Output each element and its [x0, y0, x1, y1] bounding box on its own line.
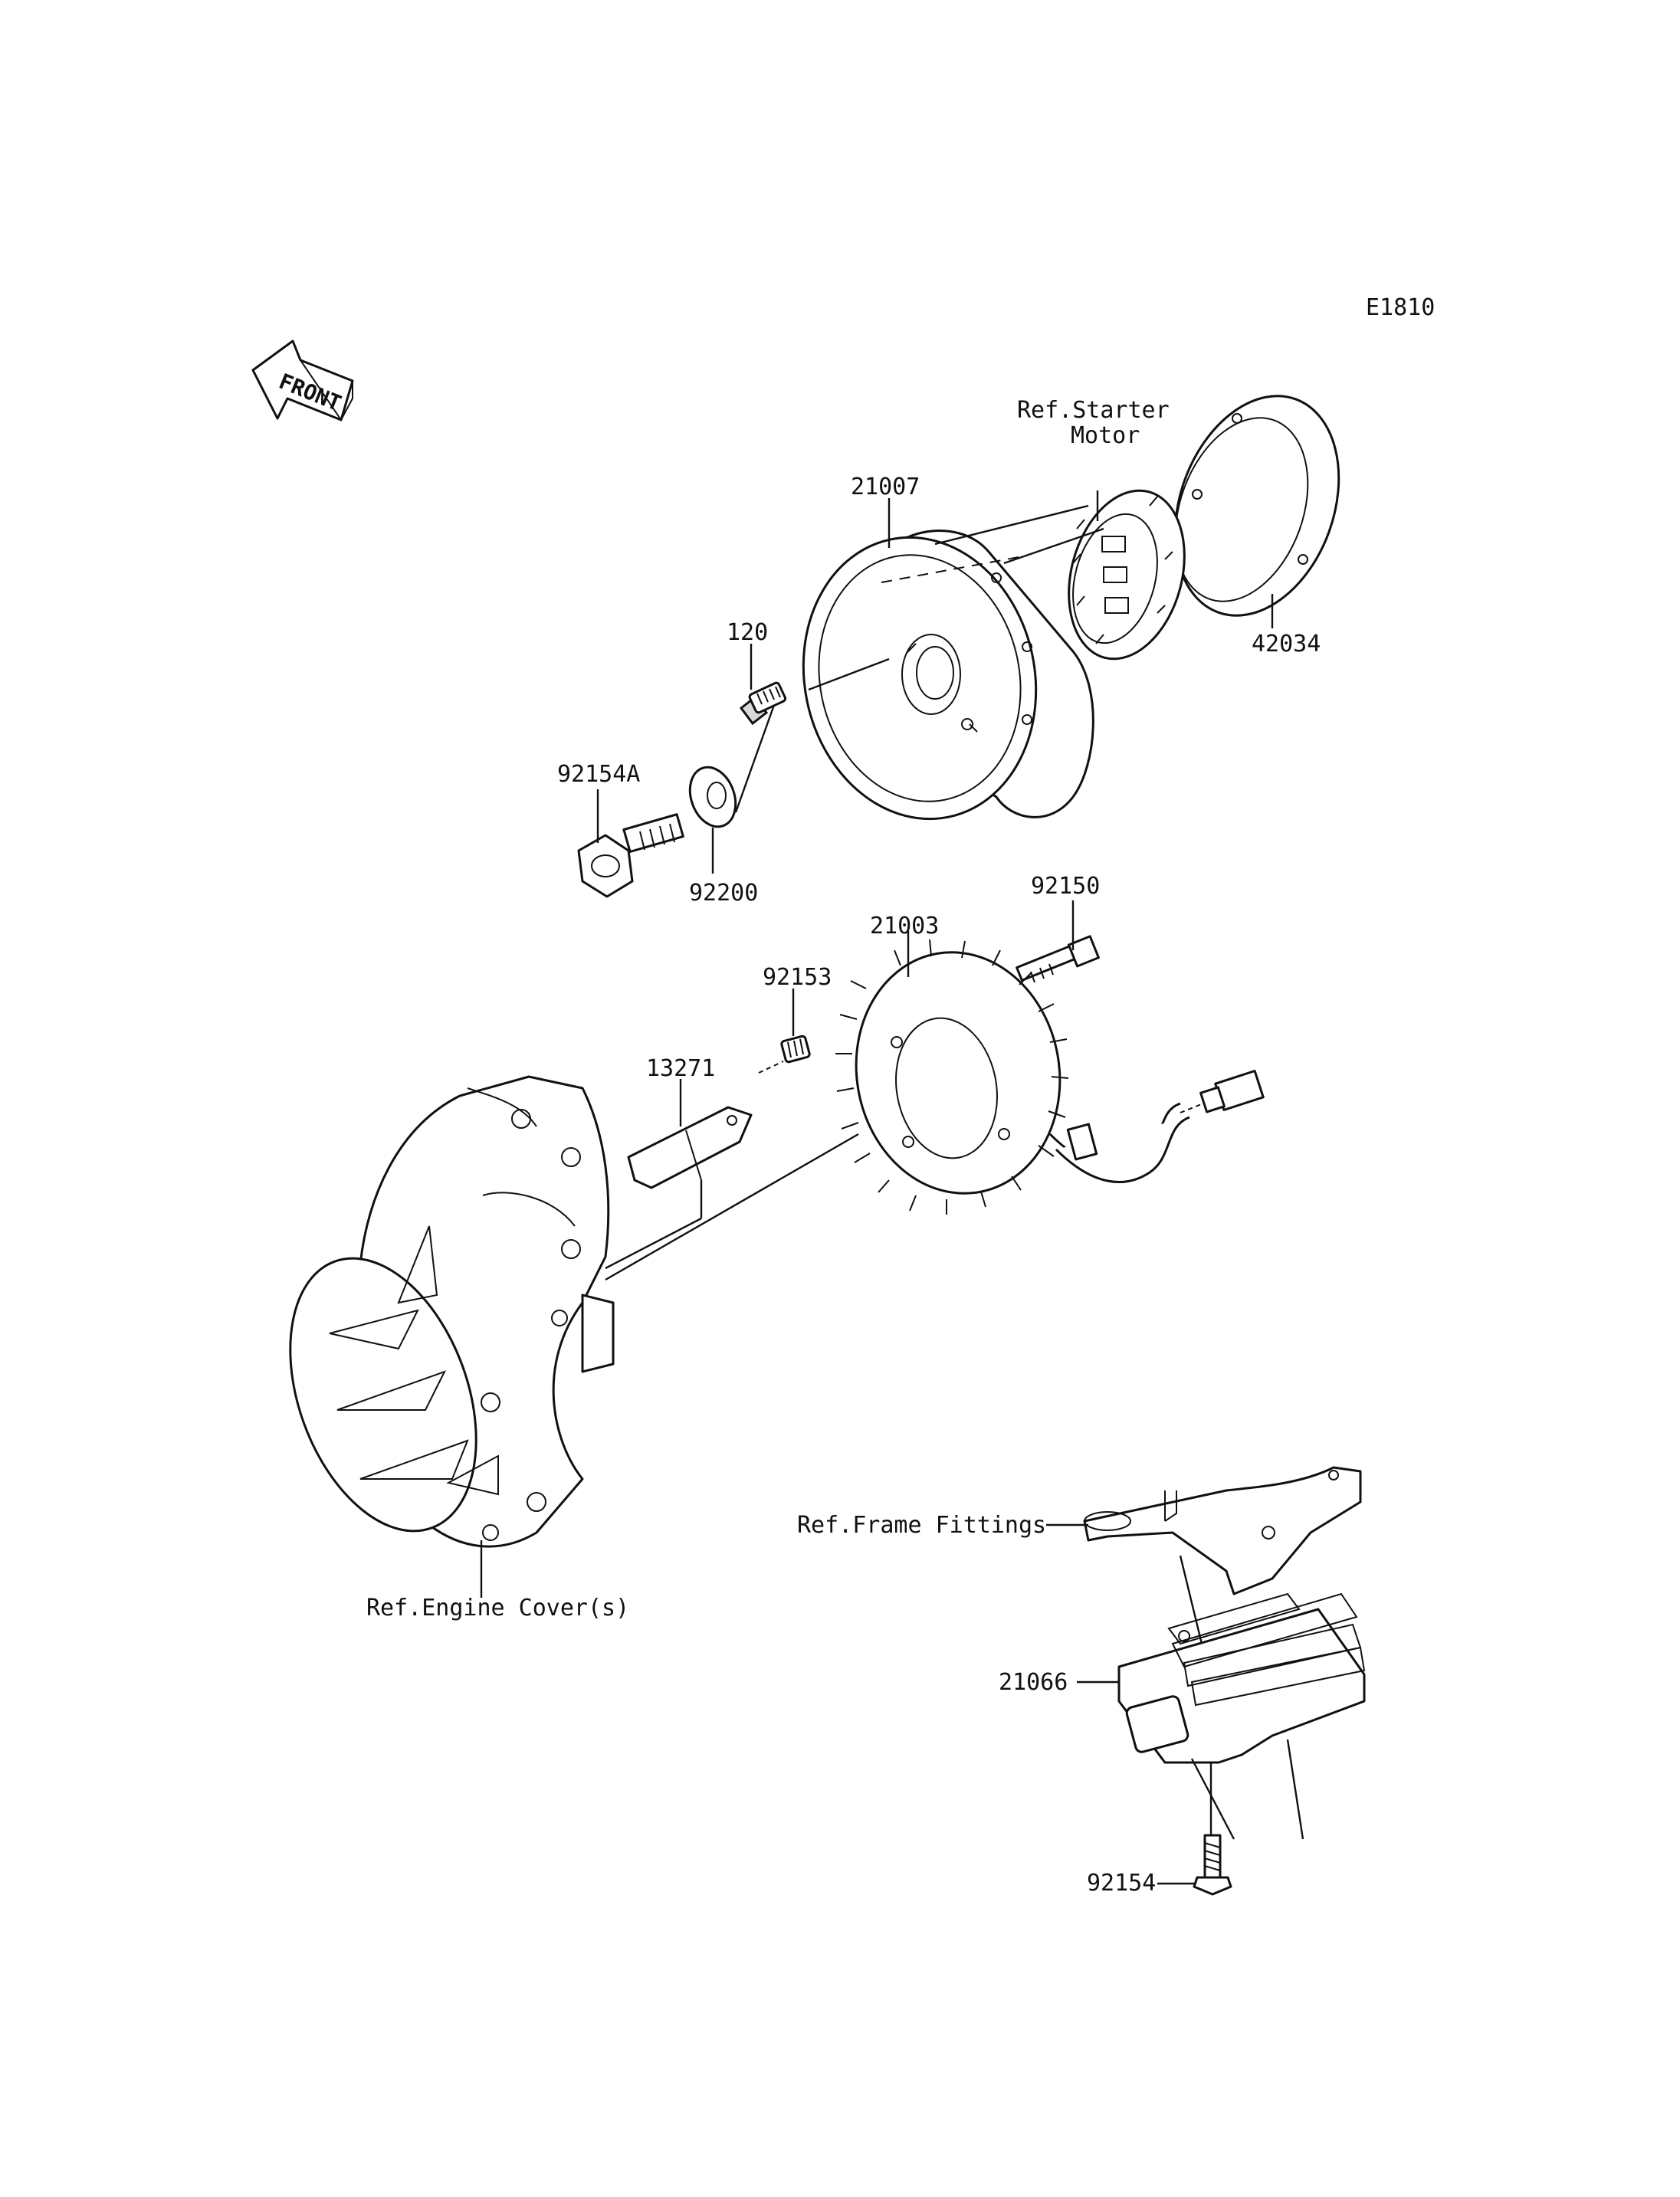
- label-ref-engine-covers: Ref.Engine Cover(s): [366, 1595, 629, 1622]
- bolt-120: [739, 681, 787, 726]
- label-92150: 92150: [1031, 873, 1100, 900]
- label-120: 120: [727, 619, 768, 646]
- bolt-92154: [1193, 1834, 1232, 1896]
- diagram-code: E1810: [1366, 294, 1435, 321]
- label-ref-starter-line2: Motor: [1071, 422, 1140, 449]
- label-13271: 13271: [646, 1055, 715, 1082]
- one-way-clutch: [1068, 489, 1186, 661]
- label-42034: 42034: [1252, 631, 1321, 657]
- regulator-21066: [1117, 1592, 1366, 1764]
- engine-cover: [289, 1075, 615, 1548]
- plate-13271: [627, 1106, 753, 1189]
- label-21003: 21003: [870, 913, 939, 939]
- label-ref-starter-line1: Ref.Starter: [1017, 397, 1170, 424]
- rotor-21007: [802, 530, 1094, 821]
- starter-clutch-ring-42034: [1173, 395, 1340, 617]
- bolt-92150: [1016, 935, 1100, 983]
- washer-92200: [688, 766, 737, 828]
- stator-harness: [1048, 1070, 1265, 1183]
- label-92154A: 92154A: [557, 761, 640, 788]
- label-21007: 21007: [851, 474, 920, 500]
- front-arrow-icon: FRONT: [251, 339, 354, 421]
- frame-bracket: [1083, 1466, 1362, 1595]
- label-92153: 92153: [763, 964, 832, 991]
- label-21066: 21066: [999, 1669, 1068, 1696]
- bolt-92153: [758, 1035, 811, 1074]
- label-ref-frame-fittings: Ref.Frame Fittings: [797, 1512, 1046, 1539]
- stator-21003: [835, 939, 1069, 1215]
- label-92200: 92200: [689, 880, 758, 907]
- bolt-92154A: [577, 813, 684, 898]
- label-92154: 92154: [1087, 1870, 1156, 1897]
